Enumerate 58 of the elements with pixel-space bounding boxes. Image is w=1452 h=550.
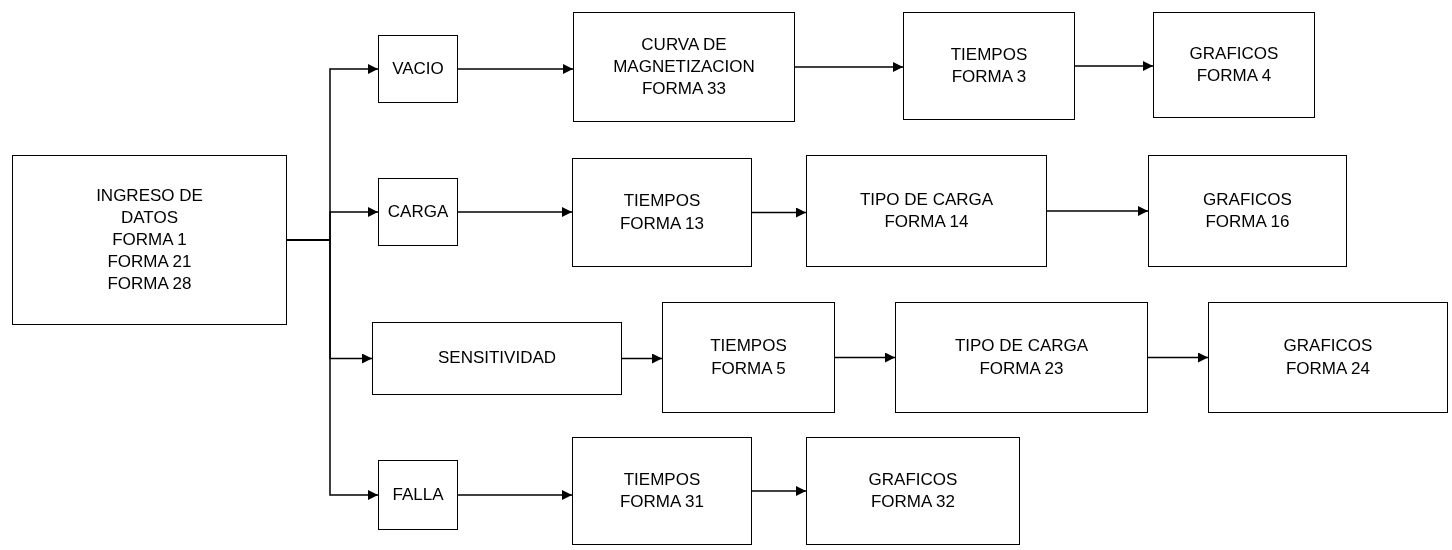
process-box [895, 302, 1148, 413]
process-box [378, 178, 458, 246]
box-label: FORMA 33 [641, 78, 727, 101]
process-box [806, 437, 1020, 545]
process-box [1148, 155, 1347, 267]
box-label: TIEMPOS [623, 468, 701, 491]
process-box [378, 35, 458, 103]
box-label: CARGA [387, 200, 449, 223]
box-label: FORMA 4 [1196, 65, 1272, 87]
process-box [572, 158, 752, 267]
box-label: FORMA 32 [870, 491, 956, 513]
box-label: FORMA 24 [1285, 357, 1371, 380]
box-label: FORMA 28 [107, 273, 192, 296]
arrow [751, 207, 807, 218]
box-label: GRAFICOS [1283, 335, 1373, 358]
box-label: TIEMPOS [623, 190, 701, 213]
process-box [378, 460, 458, 530]
process-box [572, 437, 752, 545]
arrow [834, 352, 896, 363]
box-label: FORMA 23 [979, 357, 1064, 380]
process-box [1208, 302, 1448, 413]
arrow [457, 64, 574, 74]
arrow [1147, 352, 1209, 363]
arrow [621, 353, 663, 364]
arrow [751, 486, 807, 496]
arrow [1074, 61, 1154, 71]
arrow [286, 239, 379, 500]
process-box [372, 322, 622, 395]
process-box [12, 155, 287, 325]
process-box [662, 302, 835, 413]
box-label: TIEMPOS [950, 43, 1028, 66]
box-label: TIPO DE CARGA [859, 188, 994, 211]
process-box [903, 12, 1075, 120]
box-label: FORMA 16 [1205, 211, 1290, 233]
box-label: FORMA 1 [112, 228, 187, 251]
box-label: TIPO DE CARGA [954, 335, 1089, 358]
box-label: INGRESO DE DATOS [95, 184, 204, 229]
box-label: TIEMPOS [710, 335, 787, 358]
arrow [457, 490, 573, 500]
box-label: FORMA 5 [711, 357, 786, 380]
box-label: FORMA 13 [619, 212, 705, 235]
box-label: FORMA 31 [619, 491, 705, 513]
box-label: FORMA 14 [884, 211, 969, 233]
box-label: VACIO [392, 57, 444, 80]
box-label: CURVA DE MAGNETIZACION [612, 33, 756, 78]
box-label: FORMA 3 [951, 66, 1027, 88]
arrow [794, 62, 904, 72]
arrow [1046, 206, 1149, 216]
process-box [1153, 12, 1315, 118]
arrow [457, 207, 573, 217]
box-label: SENSITIVIDAD [437, 347, 557, 370]
box-label: FALLA [392, 483, 444, 506]
process-box [573, 12, 795, 122]
box-label: FORMA 21 [107, 251, 192, 274]
box-label: GRAFICOS [868, 468, 958, 491]
process-box [806, 155, 1047, 267]
box-label: GRAFICOS [1189, 42, 1279, 65]
box-label: GRAFICOS [1203, 188, 1292, 211]
